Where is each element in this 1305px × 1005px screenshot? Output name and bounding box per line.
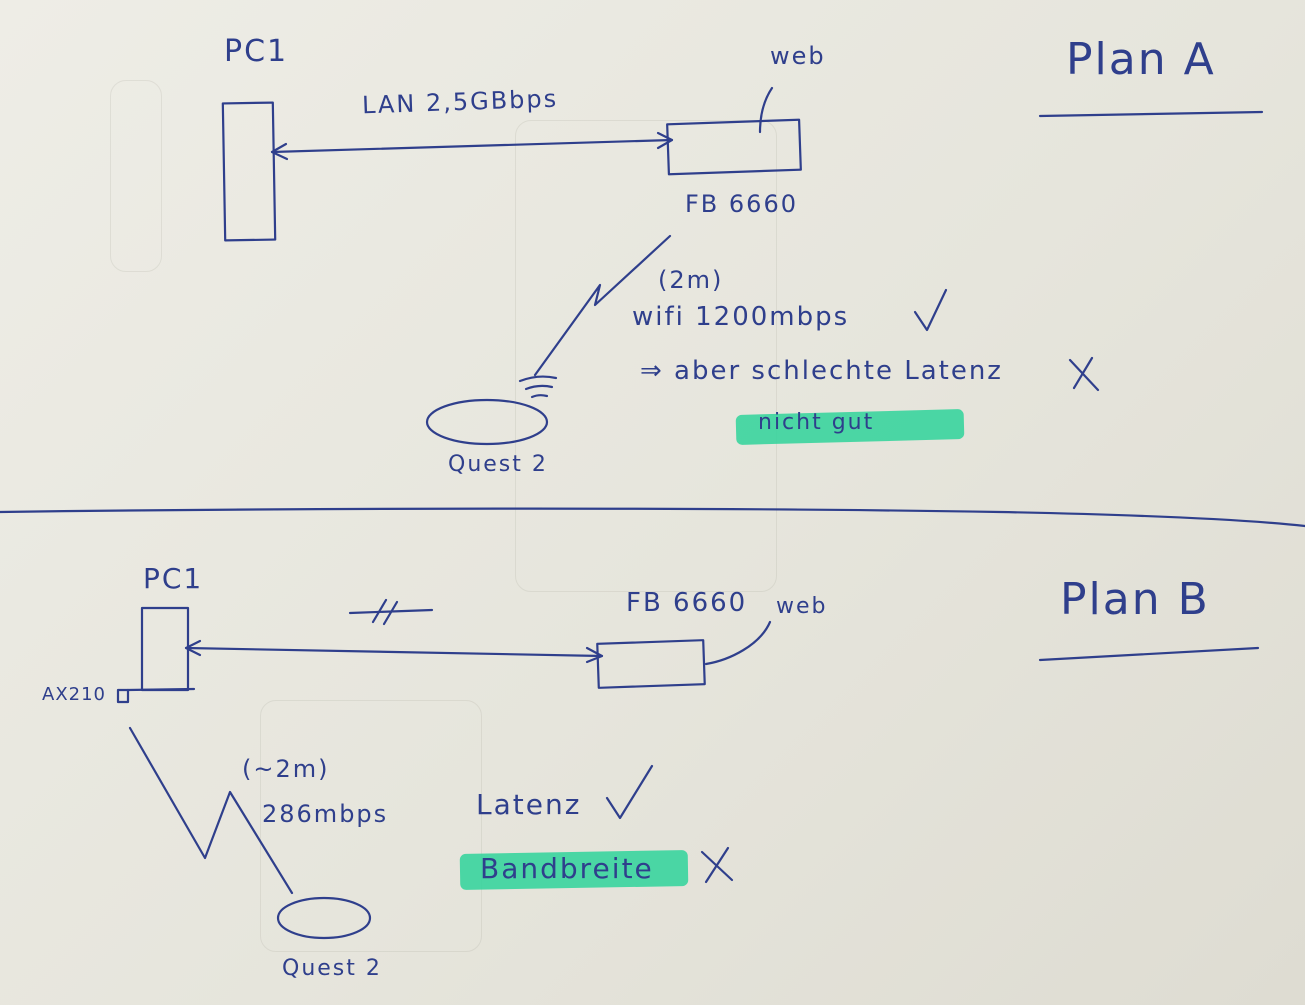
pc1-label-a: PC1 [224,34,289,69]
arrowhead-right-a [656,131,674,150]
pc1-box-b [140,606,190,692]
background-shadow [110,80,162,272]
check-icon-b [605,764,654,820]
distance-label-a: (2m) [658,266,724,294]
pc1-label-b: PC1 [143,562,204,595]
web-line-b [704,620,772,666]
latency-label-b: Latenz [476,788,582,821]
router-label-a: FB 6660 [685,190,798,218]
speed-label-b: 286mbps [262,800,389,828]
broken-link-icon [348,598,434,626]
cross-icon [1068,356,1100,392]
plan-b-underline [1038,646,1260,662]
wireless-link-b [128,726,294,895]
arrowhead-left-b [184,639,202,657]
quest2-label-b: Quest 2 [282,956,382,981]
web-label-a: web [770,42,826,70]
router-label-b: FB 6660 [626,588,748,618]
background-shadow [515,120,777,592]
ax210-adapter [116,688,130,704]
plan-a-underline [1038,110,1264,118]
router-box-a [666,118,802,176]
lan-link-a [270,138,674,154]
quest2-device-a [425,398,549,446]
check-icon [913,288,948,332]
cross-icon-b [700,846,734,884]
plan-a-title: Plan A [1066,34,1216,85]
arrowhead-right-b [585,646,604,664]
wifi-icon [518,375,558,399]
wireless-link-icon [533,234,672,377]
wifi-speed-label: wifi 1200mbps [632,302,850,332]
pc1-base-b [126,687,196,692]
arrowhead-left-a [270,142,289,161]
ethernet-link-b [184,646,604,658]
section-divider [0,507,1305,528]
pc1-box-a [221,101,277,242]
web-line-a [758,86,774,134]
router-box-b [596,639,706,689]
bandwidth-label-b: Bandbreite [480,852,654,885]
ax210-label: AX210 [42,684,107,705]
plan-b-title: Plan B [1060,574,1210,625]
quest2-device-b [276,896,372,940]
distance-label-b: (~2m) [242,755,330,783]
verdict-label: nicht gut [758,410,875,435]
latency-note: ⇒ aber schlechte Latenz [640,356,1003,386]
background-shadow [260,700,482,952]
quest2-label-a: Quest 2 [448,452,548,477]
web-label-b: web [776,594,828,619]
